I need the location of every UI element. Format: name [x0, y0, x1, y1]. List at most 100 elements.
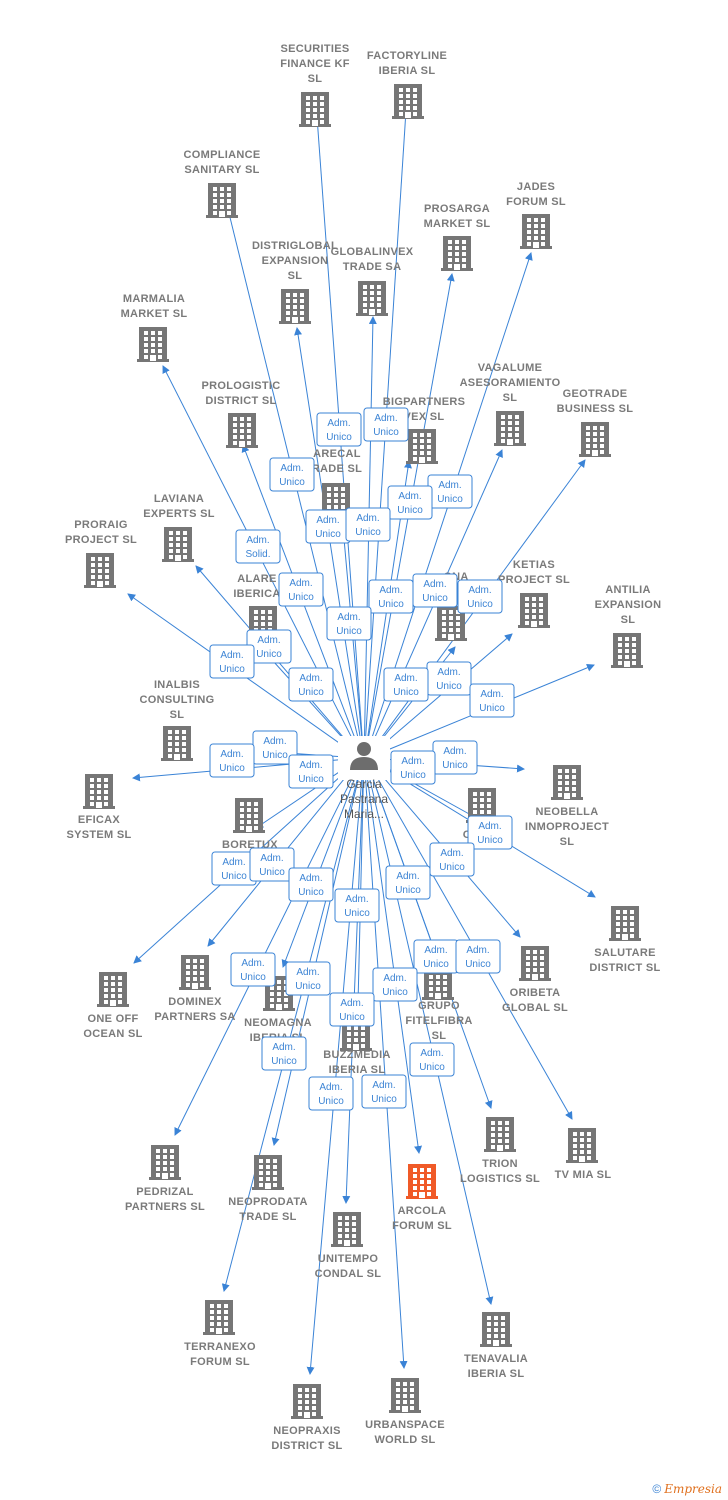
role-badge-omn[interactable]: Adm.Unico: [390, 750, 436, 785]
company-tv-mia[interactable]: TV MIA SL: [555, 1128, 612, 1181]
role-text: Unico: [479, 703, 505, 714]
role-badge-jades-forum[interactable]: Adm.Unico: [427, 474, 473, 509]
role-badge-dominex-partners[interactable]: Adm.Unico: [249, 847, 295, 882]
role-badge-neoprodata-trade[interactable]: Adm.Unico: [285, 961, 331, 996]
role-badge-distriglobal-expansion[interactable]: Adm.Unico: [305, 509, 351, 544]
role-badge-arecal-trade[interactable]: Adm.Unico: [326, 606, 372, 641]
role-badge-proraig-project[interactable]: Adm.Unico: [209, 644, 255, 679]
company-name-line: MARMALIA: [123, 293, 185, 305]
role-badge-neopraxis-district[interactable]: Adm.Unico: [308, 1076, 354, 1111]
role-badge-oribeta-global[interactable]: Adm.Unico: [429, 842, 475, 877]
role-badge-compliance-sanitary[interactable]: Adm.Unico: [269, 457, 315, 492]
role-badge-terranexo-forum[interactable]: Adm.Unico: [261, 1036, 307, 1071]
company-boretux[interactable]: BORETUX: [222, 798, 278, 851]
role-badge-unitempo-condal[interactable]: Adm.Unico: [329, 992, 375, 1027]
role-badge-gna[interactable]: Adm.Unico: [383, 667, 429, 702]
role-badge-alare-iberica[interactable]: Adm.Unico: [288, 667, 334, 702]
company-name-line: SL: [288, 270, 303, 282]
role-text: Adm.: [220, 749, 243, 760]
role-badge-geotrade-business[interactable]: Adm.Unico: [457, 579, 503, 614]
role-badge-one-off-ocean[interactable]: Adm.Unico: [211, 851, 257, 886]
role-badge-prologistic-district[interactable]: Adm.Unico: [278, 572, 324, 607]
company-name-line: NEOPRAXIS: [273, 1425, 341, 1437]
role-badge-antilia-expansion[interactable]: Adm.Unico: [469, 683, 515, 718]
role-text: Solid.: [245, 549, 270, 560]
company-name-line: CONDAL SL: [315, 1268, 382, 1280]
role-badge-urbanspace-world[interactable]: Adm.Unico: [361, 1074, 407, 1109]
role-badge-salutare-district[interactable]: Adm.Unico: [467, 815, 513, 850]
company-name-line: ASESORAMIENTO: [460, 377, 561, 389]
company-name-line: IBERIA SL: [379, 65, 436, 77]
role-badge-prosarga-market[interactable]: Adm.Unico: [387, 485, 433, 520]
footer-brand[interactable]: ©Empresia: [652, 1482, 722, 1496]
role-text: Adm.: [316, 515, 339, 526]
role-badge-bigpartners-invex[interactable]: Adm.Unico: [368, 579, 414, 614]
role-text: Adm.: [299, 873, 322, 884]
company-marmalia-market[interactable]: MARMALIA MARKET SL: [121, 293, 188, 362]
role-badge-arcola-forum[interactable]: Adm.Unico: [372, 967, 418, 1002]
role-text: Unico: [298, 774, 324, 785]
role-text: Unico: [419, 1062, 445, 1073]
company-name-line: SALUTARE: [594, 947, 655, 959]
center-person[interactable]: GarciaPastranaMaria...: [338, 736, 390, 821]
role-badge-ketias-project[interactable]: Adm.Unico: [426, 661, 472, 696]
role-badge-neomagna-iberia[interactable]: Adm.Unico: [288, 867, 334, 902]
role-text: Adm.: [372, 1080, 395, 1091]
role-badge-neobella-inmoproject[interactable]: Adm.Unico: [432, 740, 478, 775]
role-badge-vagalume-asesoramiento[interactable]: Adm.Unico: [412, 573, 458, 608]
role-text: Adm.: [345, 894, 368, 905]
role-text: Adm.: [289, 578, 312, 589]
role-badge-factoryline-iberia[interactable]: Adm.Unico: [363, 407, 409, 442]
company-name-line: SL: [308, 73, 323, 85]
role-badge-eficax-system[interactable]: Adm.Unico: [209, 743, 255, 778]
role-badge-globalinvex-trade[interactable]: Adm.Unico: [345, 507, 391, 542]
role-badge-buzzmedia-iberia[interactable]: Adm.Unico: [334, 888, 380, 923]
role-badge-tenavalia-iberia[interactable]: Adm.Unico: [409, 1042, 455, 1077]
building-icon: [551, 765, 583, 800]
role-badge-securities-finance-kf[interactable]: Adm.Unico: [316, 412, 362, 447]
company-name-line: MARKET SL: [121, 308, 188, 320]
role-badge-pedrizal-partners[interactable]: Adm.Unico: [230, 952, 276, 987]
role-text: Adm.: [424, 945, 447, 956]
role-badge-boretux[interactable]: Adm.Unico: [288, 754, 334, 789]
role-badge-laviana-experts[interactable]: Adm.Unico: [246, 629, 292, 664]
role-text: Unico: [279, 477, 305, 488]
role-badge-marmalia-market[interactable]: Adm.Solid.: [235, 529, 281, 564]
role-badge-tv-mia[interactable]: Adm.Unico: [455, 939, 501, 974]
building-icon: [299, 92, 331, 127]
role-badge-grupo-fitelfibra[interactable]: Adm.Unico: [385, 865, 431, 900]
role-badge-trion-logistics[interactable]: Adm.Unico: [413, 939, 459, 974]
